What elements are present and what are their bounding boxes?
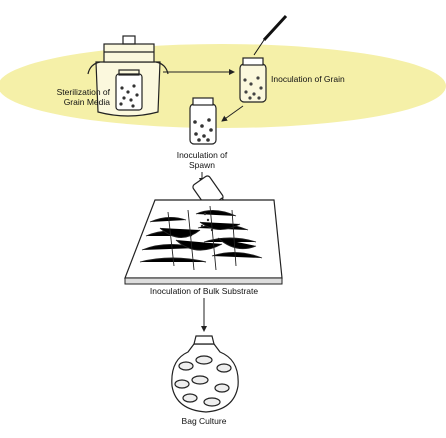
spawn-jar-illustration — [189, 97, 217, 145]
label-inoculation-bulk: Inoculation of Bulk Substrate — [149, 286, 259, 296]
arrow-jar-to-spawn — [221, 105, 244, 122]
bag-culture-illustration — [171, 335, 239, 413]
label-sterilization: Sterilization of Grain Media — [40, 87, 110, 107]
pressure-cooker-illustration — [87, 35, 169, 117]
label-sterilization-line1: Sterilization of — [56, 87, 110, 97]
label-inoculation-spawn-line2: Spawn — [189, 160, 215, 170]
label-inoculation-spawn-line1: Inoculation of — [176, 150, 228, 160]
scalpel-illustration — [253, 14, 288, 56]
highlight-ellipse — [0, 44, 446, 128]
label-inoculation-grain: Inoculation of Grain — [271, 74, 345, 84]
label-inoculation-spawn: Inoculation of Spawn — [162, 150, 242, 170]
label-bag-culture: Bag Culture — [181, 416, 227, 426]
grain-jar-illustration — [239, 57, 267, 103]
label-sterilization-line2: Grain Media — [63, 97, 110, 107]
bulk-substrate-illustration — [124, 199, 283, 285]
